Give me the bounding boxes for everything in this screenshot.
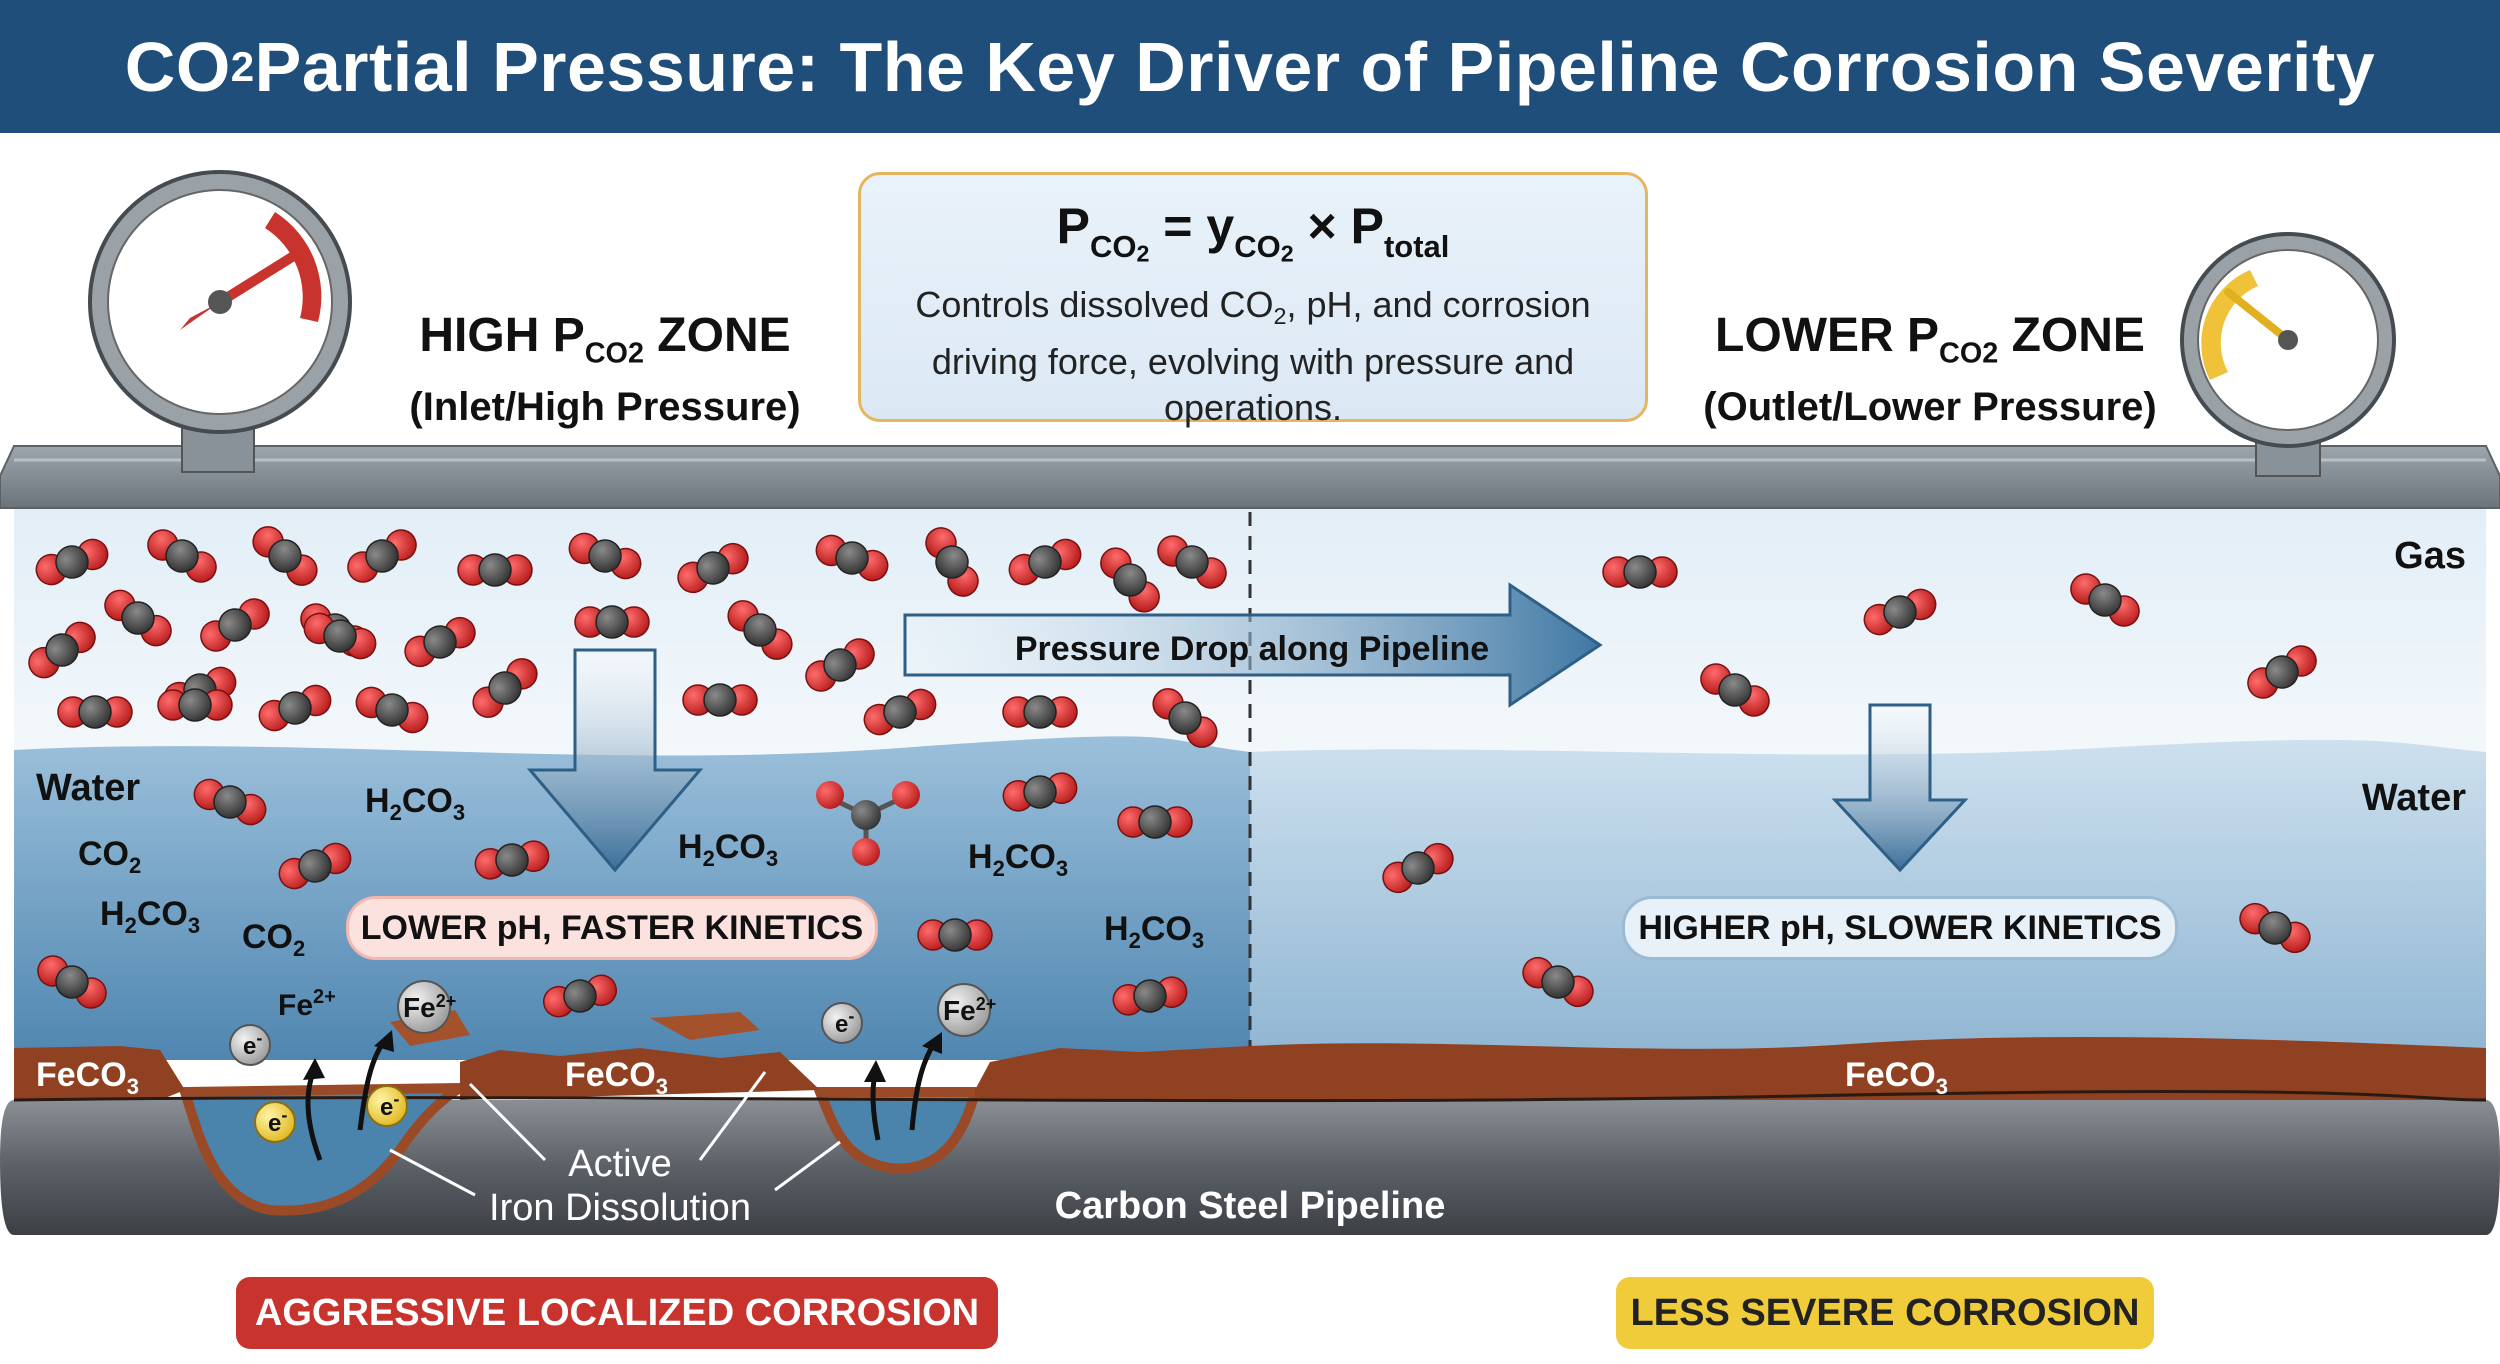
dissolution-up-arrowhead-3 <box>864 1060 886 1082</box>
formula-box: PCO2 = yCO2 × Ptotal Controls dissolved … <box>858 172 1648 428</box>
co2-label-1: CO2 <box>78 835 141 878</box>
high-zone-subtitle: (Inlet/High Pressure) <box>409 384 801 429</box>
low-zone-title: LOWER PCO2 ZONE (Outlet/Lower Pressure) <box>1660 308 2200 430</box>
leader-line-2 <box>389 1148 476 1197</box>
title-subscript: 2 <box>230 42 255 90</box>
low-zone-subtitle: (Outlet/Lower Pressure) <box>1703 384 2157 429</box>
pipeline-label: Carbon Steel Pipeline <box>1055 1185 1446 1227</box>
water-label-right: Water <box>2362 777 2466 819</box>
scale-boundary-line <box>13 1090 2487 1103</box>
feco3-label-left: FeCO3 <box>36 1056 139 1099</box>
carbon-steel-pipe-wall <box>0 1100 2500 1235</box>
svg-text:e-: e- <box>243 1028 262 1060</box>
gauge-hub-left <box>208 290 232 314</box>
feco3-scale-right-left <box>975 1046 1250 1100</box>
gauge-hub-right <box>2278 330 2298 350</box>
fe-ion-ball-2: Fe2+ <box>397 980 456 1034</box>
leader-line-3 <box>698 1071 767 1161</box>
leader-line-1 <box>468 1082 547 1162</box>
feco3-scale-left <box>14 1046 185 1100</box>
h2co3-label-4: H2CO3 <box>968 838 1068 881</box>
svg-text:e-: e- <box>835 1006 854 1038</box>
leader-line-4 <box>774 1140 841 1192</box>
fe-ion-1: Fe2+ <box>278 986 336 1022</box>
pipe-top-wall <box>0 445 2500 509</box>
active-label: Active <box>568 1143 671 1185</box>
pressure-drop-arrow <box>903 582 1603 708</box>
high-pressure-gauge <box>88 170 352 473</box>
low-zone-heading: LOWER PCO2 ZONE <box>1715 309 2145 370</box>
less-severe-corrosion-badge: LESS SEVERE CORROSION <box>1616 1277 2154 1349</box>
high-zone-heading: HIGH PCO2 ZONE <box>419 309 791 370</box>
svg-text:Fe2+: Fe2+ <box>943 994 996 1026</box>
formula-description: Controls dissolved CO2, pH, and corrosio… <box>915 283 1591 428</box>
dissolution-up-arrowhead-1 <box>303 1058 325 1080</box>
feco3-label-mid: FeCO3 <box>565 1056 668 1099</box>
gauge-yellowzone-right <box>2201 270 2258 380</box>
water-label-left: Water <box>36 767 140 809</box>
dissolution-arrow-right <box>1831 703 1969 873</box>
dissolution-arrow-left <box>526 648 704 873</box>
svg-text:Fe2+: Fe2+ <box>278 986 336 1022</box>
gauge-needle-right <box>2224 288 2292 344</box>
partial-pressure-formula: PCO2 = yCO2 × Ptotal <box>1056 198 1450 267</box>
feco3-scale-right <box>1250 1036 2486 1100</box>
electron-3: e- <box>366 1085 408 1127</box>
title-rest: Partial Pressure: The Key Driver of Pipe… <box>254 27 2376 106</box>
title-prefix: CO <box>124 27 231 106</box>
dissolution-up-arrowhead-4 <box>922 1032 942 1054</box>
fe-ion-ball-3: Fe2+ <box>937 983 996 1037</box>
h2co3-label-3: H2CO3 <box>678 828 778 871</box>
pressure-drop-label: Pressure Drop along Pipeline <box>1015 630 1489 668</box>
svg-text:e-: e- <box>268 1105 287 1137</box>
feco3-fragment-1 <box>650 1012 760 1040</box>
feco3-scale-mid <box>460 1048 820 1100</box>
dissolution-up-arrowhead-2 <box>374 1030 394 1052</box>
h2co3-label-5: H2CO3 <box>1104 910 1204 953</box>
lower-ph-faster-kinetics-pill: LOWER pH, FASTER KINETICS <box>346 896 878 960</box>
h2co3-label-1: H2CO3 <box>365 782 465 825</box>
electron-2: e- <box>254 1101 296 1143</box>
low-pressure-gauge <box>2180 232 2396 477</box>
h2co3-label-2: H2CO3 <box>100 895 200 938</box>
iron-dissolution-label: Iron Dissolution <box>489 1187 751 1229</box>
gauge-redzone-left <box>265 212 322 322</box>
svg-text:e-: e- <box>380 1089 399 1121</box>
electron-4: e- <box>821 1002 863 1044</box>
co2-label-2: CO2 <box>242 918 305 961</box>
gauge-needle-tail-left <box>180 302 220 330</box>
high-zone-title: HIGH PCO2 ZONE (Inlet/High Pressure) <box>360 308 850 430</box>
feco3-label-right: FeCO3 <box>1845 1056 1948 1099</box>
aggressive-corrosion-badge: AGGRESSIVE LOCALIZED CORROSION <box>236 1277 998 1349</box>
svg-text:Fe2+: Fe2+ <box>403 991 456 1023</box>
gauge-needle-left <box>215 247 305 307</box>
h2co3-molecule-icon <box>816 781 920 866</box>
electron-1: e- <box>229 1024 271 1066</box>
gas-label: Gas <box>2394 535 2466 577</box>
higher-ph-slower-kinetics-pill: HIGHER pH, SLOWER KINETICS <box>1622 896 2178 960</box>
corrosion-pit-2 <box>812 1087 982 1174</box>
